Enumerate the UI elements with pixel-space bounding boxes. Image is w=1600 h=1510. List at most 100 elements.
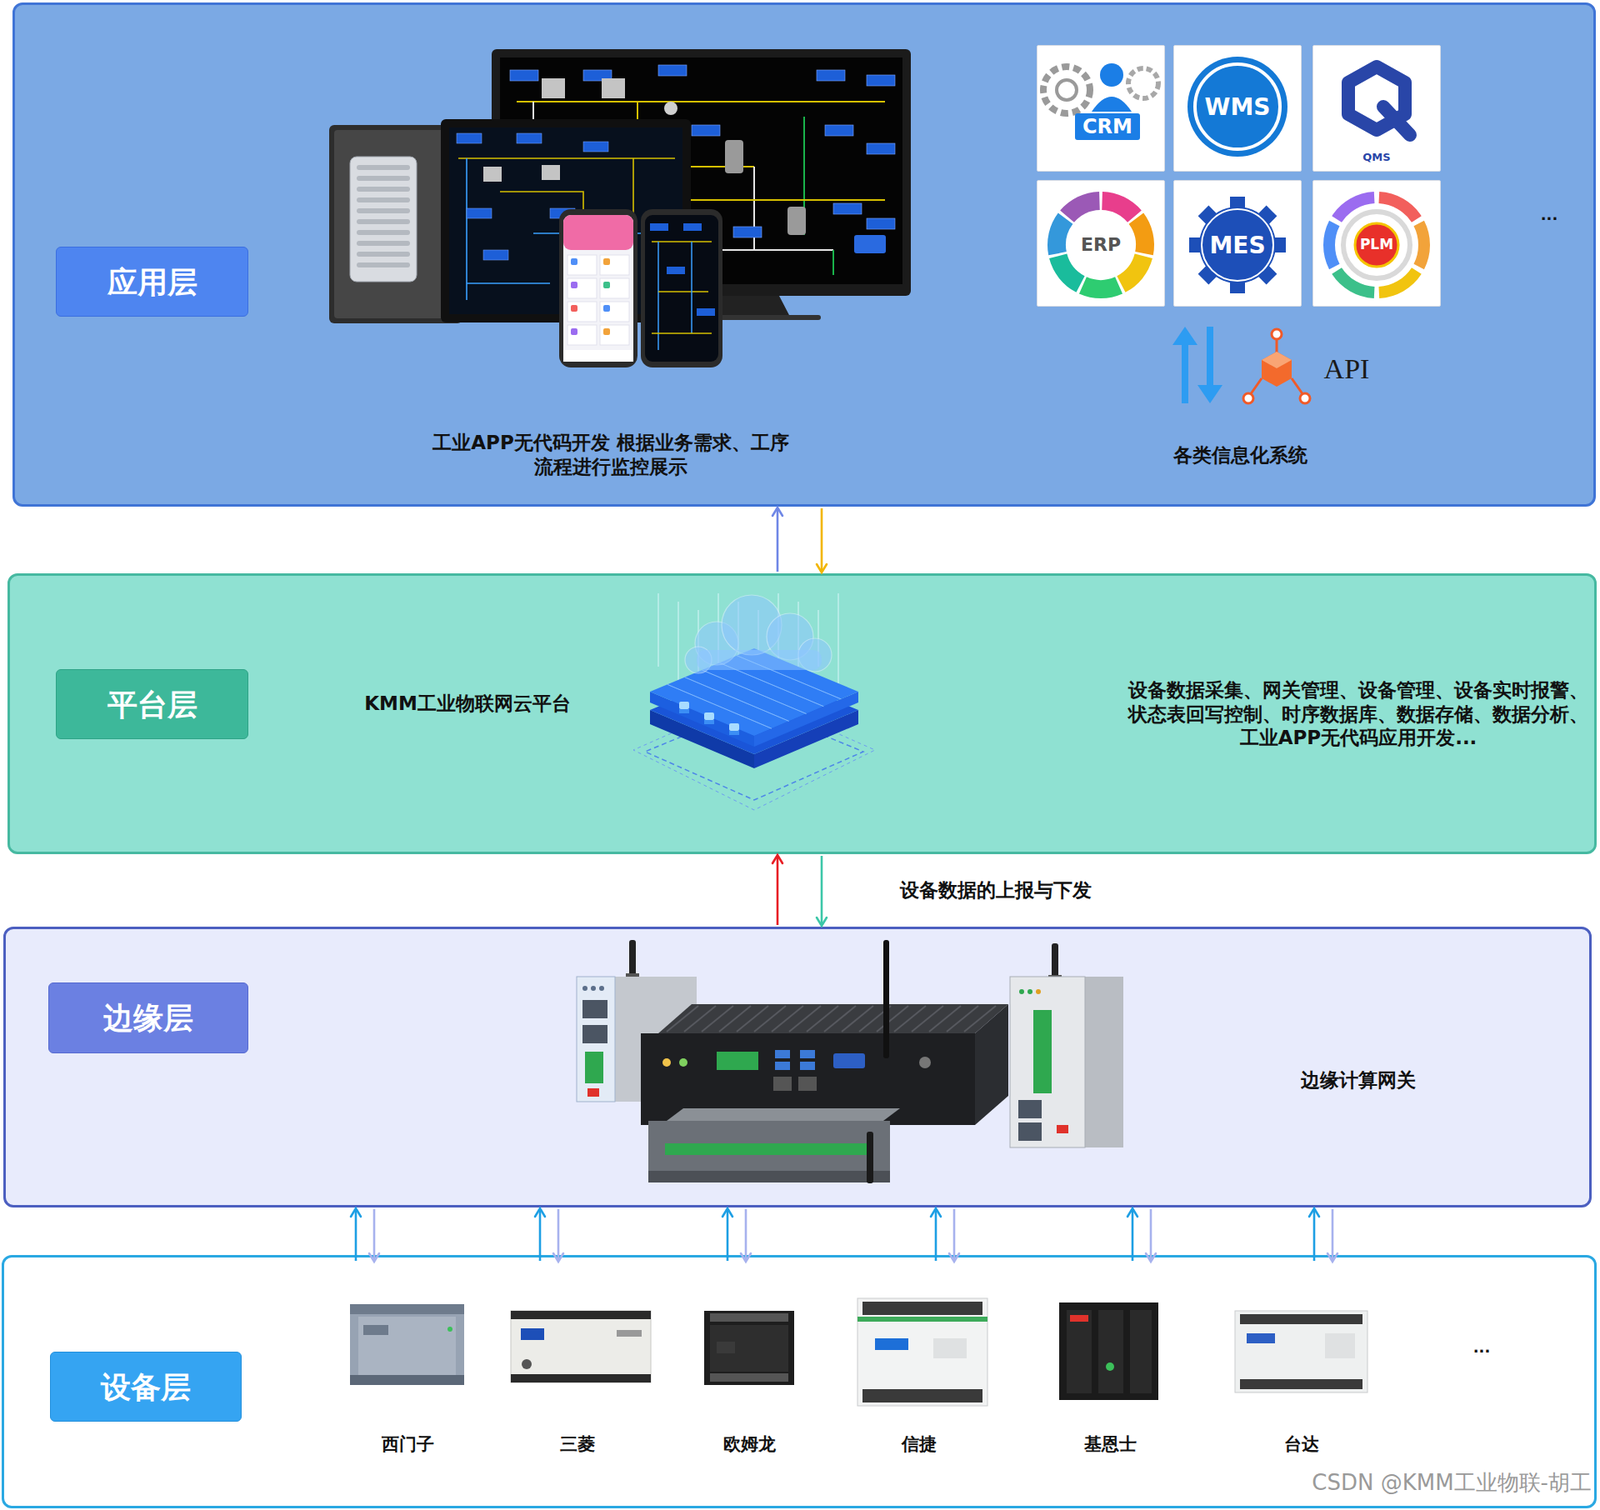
scada-monitor-part: [660, 243, 674, 257]
edge-gateway-devices-part: [613, 976, 697, 1102]
touch-tablet-part: [466, 282, 550, 285]
cloud-platform-graphic-part: [657, 593, 660, 667]
crm-logo: [1043, 63, 1159, 140]
mes-logo-part: [1199, 206, 1276, 284]
scada-monitor-part: [854, 235, 886, 254]
plc-devices-part: [358, 1316, 456, 1375]
plc-devices-part: [510, 1310, 651, 1320]
text-slot: 信捷: [848, 1433, 990, 1455]
brand-name: 台达: [1284, 1433, 1320, 1455]
touch-tablet-part: [456, 133, 482, 144]
system-name: MES: [1209, 230, 1265, 260]
text-slot: CRM: [1049, 114, 1166, 140]
panel-pc-part: [334, 130, 458, 319]
touch-tablet-part: [550, 208, 575, 219]
api-exchange-symbol-part: [1300, 393, 1310, 404]
edge-gateway-devices-part: [841, 1005, 874, 1032]
edge-gateway-devices-part: [1083, 976, 1124, 1148]
touch-tablet-part: [465, 158, 468, 300]
scada-monitor-part: [633, 218, 662, 230]
plc-devices-part: [857, 1316, 988, 1322]
edge-gateway-devices-part: [1033, 1010, 1052, 1094]
scada-monitor-part: [866, 218, 895, 230]
erp-logo-part: [1079, 276, 1123, 299]
plm-logo-part: [1413, 220, 1430, 270]
scada-monitor-part: [866, 75, 895, 86]
mobile-scada-phone-part: [683, 223, 702, 231]
edge-gateway-devices-part: [775, 1050, 790, 1059]
panel-pc-part: [350, 156, 417, 282]
text-slot: 工业APP无代码开发 根据业务需求、工序流程进行监控展示: [431, 430, 790, 480]
cloud-platform-graphic-part: [704, 720, 715, 725]
plc-devices-part: [350, 1304, 465, 1385]
scada-monitor-part: [516, 125, 545, 136]
layer-name-pill: 平台层: [55, 669, 249, 740]
wms-logo: [1187, 56, 1288, 157]
cloud-platform-graphic-part: [650, 666, 859, 755]
edge-gateway-devices-part: [666, 1108, 900, 1121]
plm-logo-part: [1323, 220, 1340, 270]
plc-devices-part: [1246, 1333, 1275, 1344]
mobile-app-phone-part: [570, 281, 578, 289]
mobile-scada-phone-part: [645, 215, 719, 362]
erp-logo-part: [1116, 254, 1153, 293]
platform-name: KMM工业物联网云平台: [364, 691, 571, 716]
plc-devices-part: [710, 1325, 789, 1372]
plm-logo-part: [1343, 211, 1410, 279]
panel-pc-part: [329, 125, 463, 324]
wms-logo-part: [1195, 64, 1280, 150]
scada-monitor-part: [733, 226, 762, 238]
plc-devices-part: [1105, 1362, 1115, 1371]
flow-arrow: [557, 1209, 560, 1261]
cloud-platform-graphic-part: [754, 691, 859, 747]
cloud-platform-graphic-part: [679, 709, 690, 714]
cloud-platform-graphic-part: [798, 638, 832, 672]
scada-monitor-part: [832, 250, 835, 275]
api-exchange-symbol-part: [1261, 351, 1292, 387]
api-exchange-symbol-part: [1250, 337, 1304, 395]
plc-devices-part: [447, 1326, 453, 1332]
flow-arrow: [726, 1209, 730, 1261]
plc-device: 欧姆龙: [670, 1262, 829, 1467]
cloud-platform-graphic-part: [719, 662, 824, 706]
edge-gateway-devices-part: [964, 1005, 996, 1032]
scada-monitor-part: [601, 78, 625, 99]
brand-name: 信捷: [901, 1433, 937, 1455]
api-exchange-symbol-part: [1172, 326, 1198, 404]
edge-gateway-devices-part: [773, 1076, 792, 1091]
layer-name-pill: 边缘层: [48, 982, 249, 1054]
plm-logo-part: [1378, 191, 1421, 223]
cloud-platform-graphic-part: [729, 730, 740, 735]
edge-gateway-devices-part: [716, 1051, 759, 1070]
edge-gateway-devices-part: [736, 1005, 769, 1032]
cloud-platform-graphic-part: [737, 601, 740, 667]
platform-layer-band: KMM工业物联网云平台设备数据采集、网关管理、设备管理、设备实时报警、状态表回写…: [7, 573, 1597, 855]
crm-logo-part: [1056, 80, 1077, 100]
mobile-app-phone-part: [603, 281, 610, 289]
panel-pc-part: [356, 262, 410, 268]
edge-gateway-devices-part: [576, 976, 615, 1102]
mobile-app-phone-part: [600, 255, 630, 275]
cloud-platform-graphic-part: [702, 670, 807, 715]
mes-logo-part: [1198, 205, 1224, 231]
mobile-scada-phone-part: [658, 290, 709, 293]
edge-gateway-devices-part: [754, 1005, 786, 1032]
edge-gateway-devices-part: [719, 1005, 751, 1032]
scada-monitor-part: [683, 251, 712, 263]
edge-gateway-devices-part: [582, 985, 588, 991]
plc-devices-part: [1070, 1315, 1089, 1322]
edge-gateway-devices-part: [599, 985, 605, 991]
plm-logo-part: [1378, 267, 1421, 299]
edge-gateway-devices-part: [800, 1050, 815, 1059]
scada-monitor-part: [697, 295, 790, 317]
touch-tablet-part: [483, 166, 502, 182]
api-exchange-symbol-part: [1243, 393, 1254, 404]
edge-gateway-devices-part: [587, 1088, 600, 1097]
scada-monitor-part: [583, 253, 612, 265]
mobile-app-phone-part: [600, 301, 630, 322]
plc-devices-part: [1130, 1310, 1152, 1394]
edge-gateway-devices-part: [658, 1004, 1009, 1034]
qms-logo-part: [1348, 66, 1405, 130]
touch-tablet-part: [516, 133, 542, 144]
edge-gateway-devices-part: [876, 1005, 909, 1032]
